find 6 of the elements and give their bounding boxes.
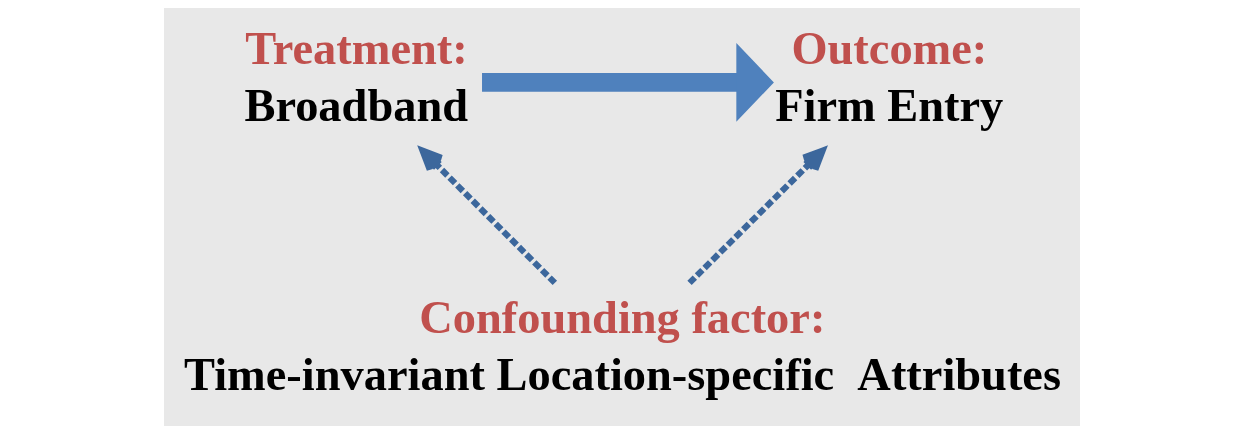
arrow (687, 147, 826, 286)
node-text: Outcome: Firm Entry (775, 22, 1004, 132)
arrow (482, 42, 774, 122)
node-text: Treatment: Broadband (244, 22, 469, 132)
node-text: Confounding factor: Time-invariant Location-specific Attributes (184, 292, 1062, 401)
arrow (419, 147, 558, 286)
